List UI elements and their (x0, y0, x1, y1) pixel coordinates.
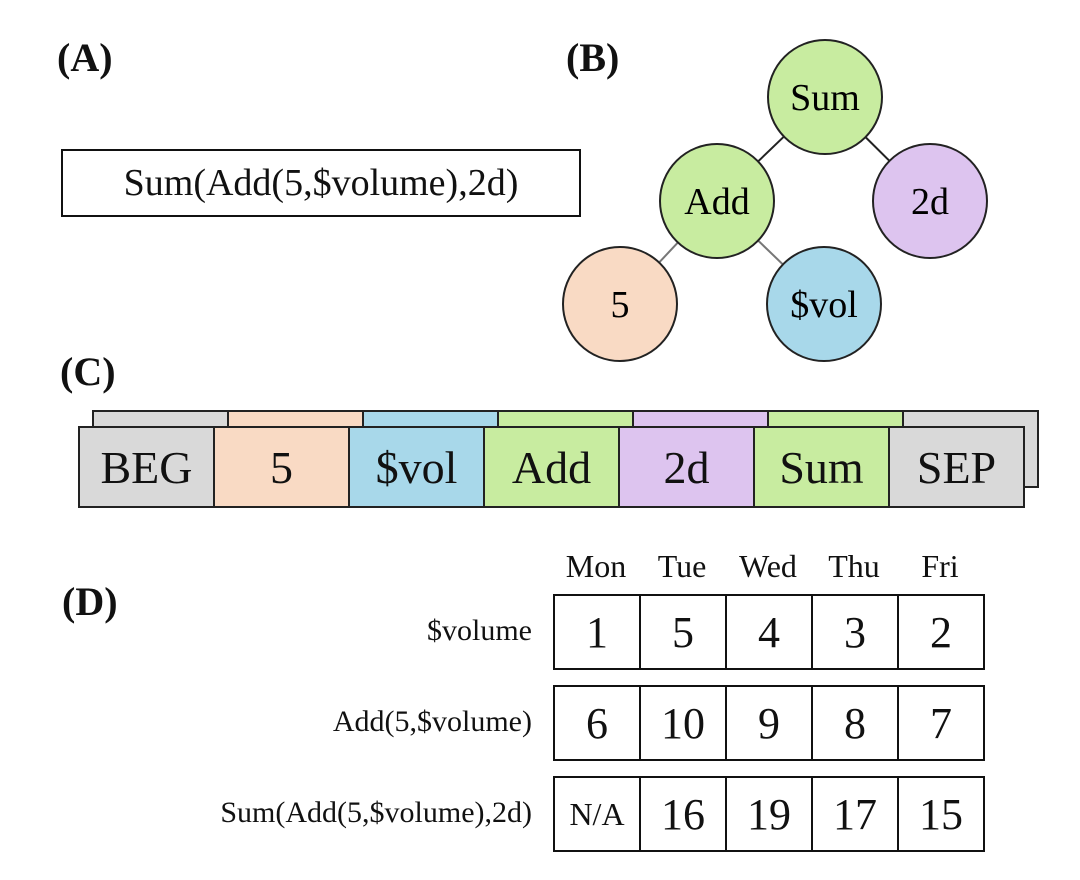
tree-node-label: $vol (790, 284, 858, 326)
tree-node-sum: Sum (767, 39, 883, 155)
table-cell: 8 (811, 685, 899, 761)
day-header-thu: Thu (828, 548, 880, 584)
tree-node-add: Add (659, 143, 775, 259)
tree-node-label: 5 (611, 284, 630, 326)
day-header-mon: Mon (565, 548, 627, 584)
tree-edge-add-vol (757, 239, 784, 266)
day-header-wed: Wed (739, 548, 797, 584)
tree-node-label: Add (684, 181, 749, 223)
row-label: Add(5,$volume) (332, 705, 532, 738)
tree-edge-sum-twod (864, 136, 891, 162)
day-header-fri: Fri (921, 548, 959, 584)
table-cell: 17 (811, 776, 899, 852)
tree-node-circle (872, 143, 988, 259)
table-cell: 4 (725, 594, 813, 670)
table-cell: 9 (725, 685, 813, 761)
tree-node-vol: $vol (766, 246, 882, 362)
tree-edge-sum-add (757, 135, 785, 163)
tree-node-circle (659, 143, 775, 259)
table-cell: 1 (553, 594, 641, 670)
panel-label-a: (A) (57, 35, 113, 80)
table-cell: 2 (897, 594, 985, 670)
panel-label-c: (C) (60, 349, 116, 394)
tree-edge-add-five (658, 241, 679, 264)
tree-node-circle (767, 39, 883, 155)
table-cell: 16 (639, 776, 727, 852)
tree-node-circle (562, 246, 678, 362)
day-header-tue: Tue (657, 548, 707, 584)
token-2: 5 (213, 426, 350, 508)
tree-node-twod: 2d (872, 143, 988, 259)
tree-node-five: 5 (562, 246, 678, 362)
token-7: SEP (888, 426, 1025, 508)
panel-label-b: (B) (566, 35, 620, 80)
tree-node-label: 2d (911, 181, 949, 223)
table-cell: 15 (897, 776, 985, 852)
token-3: $vol (348, 426, 485, 508)
token-6: Sum (753, 426, 890, 508)
token-5: 2d (618, 426, 755, 508)
tree-edges (658, 135, 891, 266)
table-cell: 3 (811, 594, 899, 670)
token-1: BEG (78, 426, 215, 508)
tree-node-circle (766, 246, 882, 362)
panel-label-d: (D) (62, 579, 118, 624)
tree-node-label: Sum (790, 77, 860, 119)
row-label: $volume (427, 614, 532, 647)
table-cell: 19 (725, 776, 813, 852)
table-cell: 10 (639, 685, 727, 761)
table-cell: N/A (553, 776, 641, 852)
table-cell: 6 (553, 685, 641, 761)
token-4: Add (483, 426, 620, 508)
row-label: Sum(Add(5,$volume),2d) (220, 796, 532, 829)
table-cell: 7 (897, 685, 985, 761)
table-cell: 5 (639, 594, 727, 670)
formula-box: Sum(Add(5,$volume),2d) (61, 149, 581, 217)
